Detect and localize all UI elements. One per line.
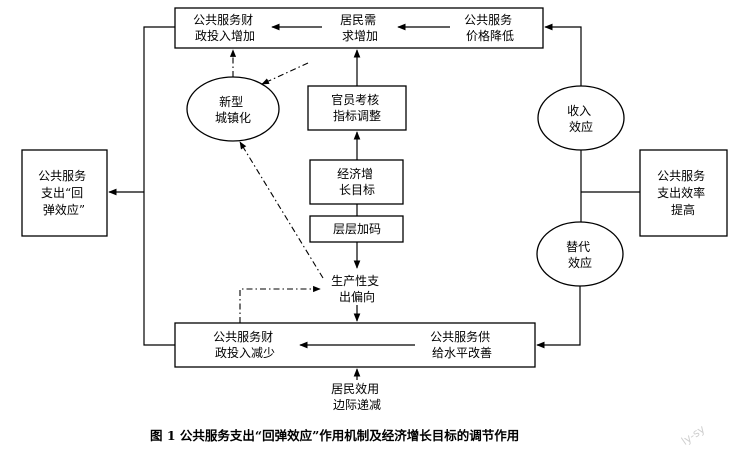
growth-label: 经济增 长目标 [337,166,377,197]
watermark: ly-sy [679,422,708,448]
urbanization-label: 新型 城镇化 [215,94,251,125]
substitution-label: 替代 效应 [566,240,594,270]
efficiency-box [639,149,728,237]
official-label: 官员考核 指标调整 [331,92,383,123]
rebound-box [21,149,108,237]
line-bottom-to-rebound [143,192,175,346]
arrow-bottom-to-production [239,285,321,323]
income-label: 收入 效应 [567,104,595,134]
income-ellipse [537,85,625,151]
arrow-income-to-top [544,23,582,86]
top-left-label: 公共服务财 政投入增加 [193,12,257,43]
bottom-right-label: 公共服务供 给水平改善 [430,329,494,360]
urbanization-ellipse [186,76,280,142]
rebound-label: 公共服务 支出“回 弹效应” [38,168,90,217]
bottom-left-label: 公共服务财 政投入减少 [213,329,277,360]
top-box [174,7,544,49]
line-top-to-rebound [143,26,175,192]
production-bias-label: 生产性支 出偏向 [331,274,383,304]
layer-label: 层层加码 [333,222,381,236]
top-middle-label: 居民需 求增加 [340,13,380,43]
arrow-substitution-to-bottom [536,286,581,349]
figure-caption: 图 1 公共服务支出“回弹效应”作用机制及经济增长目标的调节作用 [150,428,519,443]
efficiency-label: 公共服务 支出效率 提高 [657,168,709,217]
substitution-ellipse [536,221,624,287]
top-right-label: 公共服务 价格降低 [464,12,516,43]
resident-utility-label: 居民效用 边际递减 [331,381,383,412]
arrow-official-to-top-dashdot [261,62,309,85]
